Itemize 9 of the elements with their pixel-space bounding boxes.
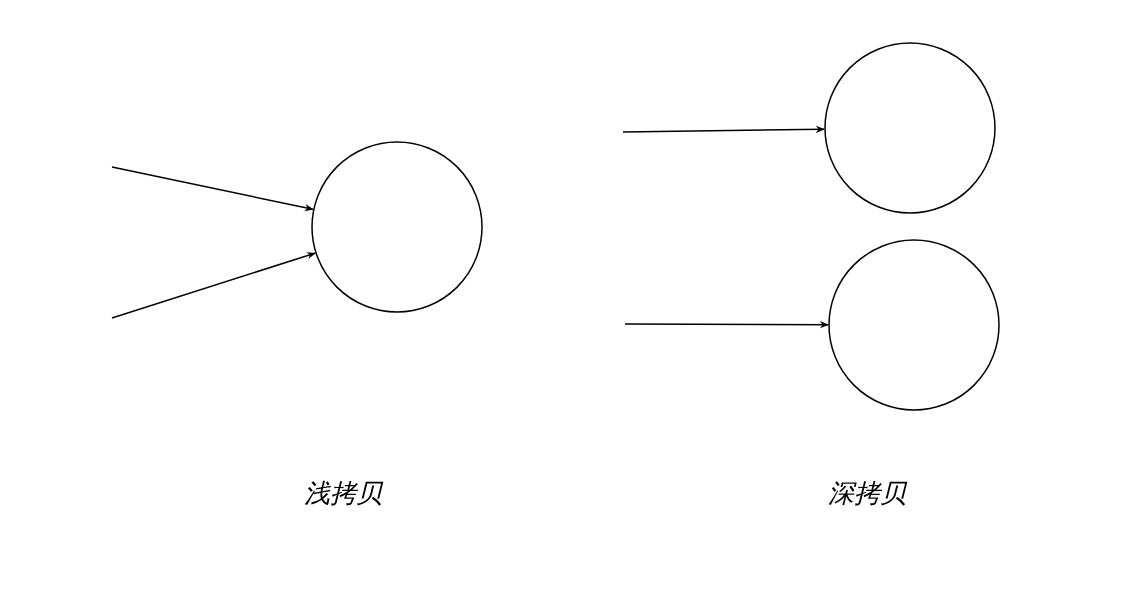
arrow: [622, 125, 825, 133]
arrow: [624, 321, 829, 329]
circle: [311, 141, 483, 313]
caption: 浅拷贝: [304, 478, 382, 510]
arrow: [111, 252, 316, 319]
caption: 深拷贝: [828, 478, 906, 510]
circle: [828, 239, 1000, 411]
circle: [824, 42, 996, 214]
arrow: [111, 166, 314, 212]
